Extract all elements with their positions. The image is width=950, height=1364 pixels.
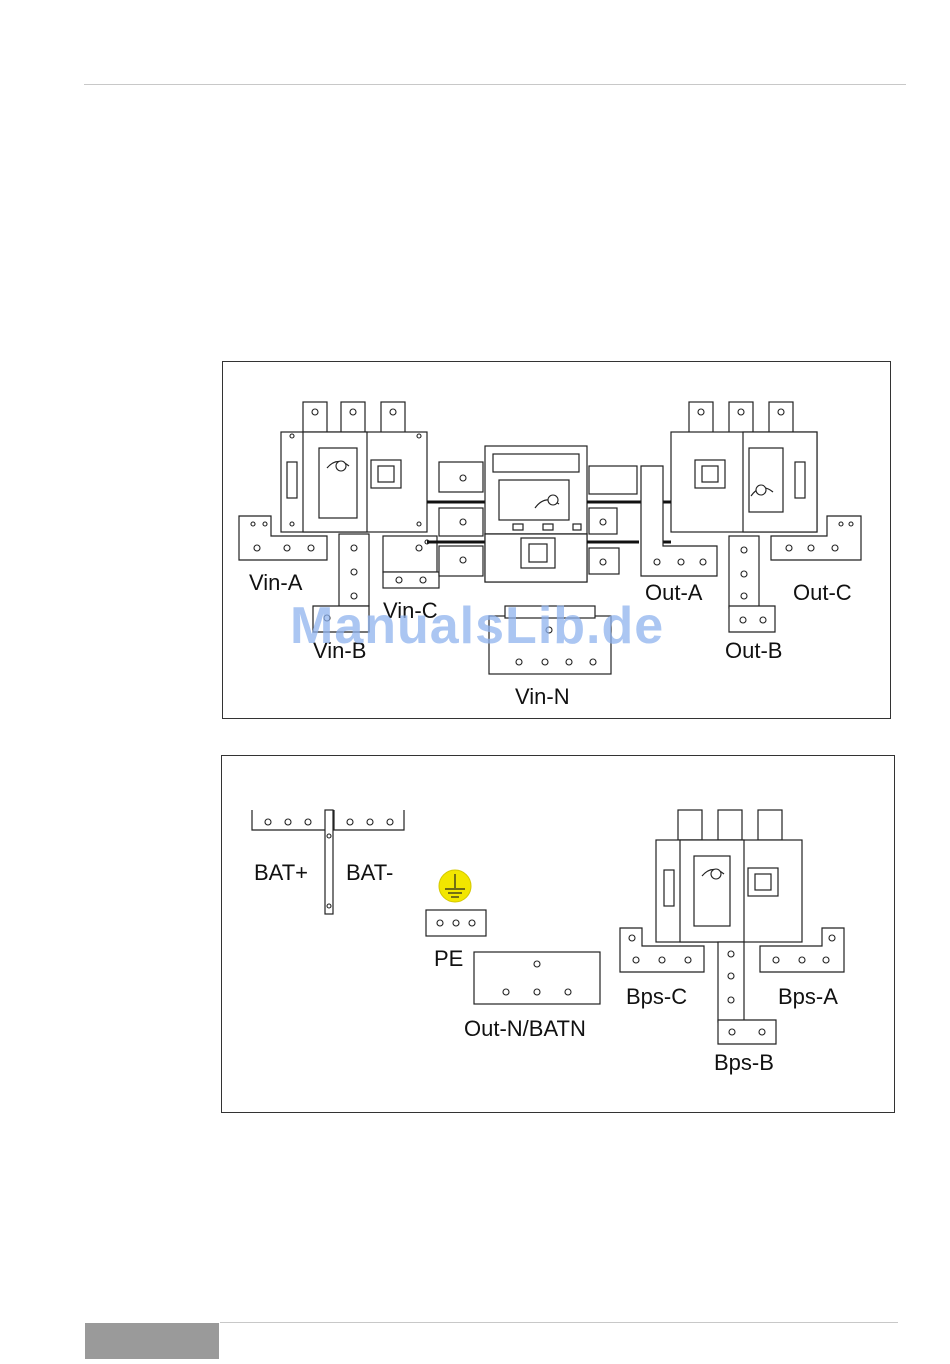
out-n-batn-label: Out-N/BATN (464, 1016, 586, 1041)
footer-page-tab (85, 1323, 219, 1359)
vin-c-busbar (383, 536, 439, 588)
footer-rule (220, 1322, 898, 1323)
watermark: ManualsLib.de (290, 596, 670, 656)
bat-plus-label: BAT+ (254, 860, 308, 885)
pe-label: PE (434, 946, 463, 971)
vin-n-label: Vin-N (515, 684, 570, 709)
out-b-busbar (729, 536, 775, 632)
pe-terminal (426, 870, 486, 936)
bps-b-label: Bps-B (714, 1050, 774, 1075)
bps-a-label: Bps-A (778, 984, 838, 1009)
bps-c-label: Bps-C (626, 984, 687, 1009)
out-n-batn-busbar (474, 952, 600, 1004)
bat-minus-label: BAT- (346, 860, 393, 885)
input-breaker-left (281, 402, 427, 532)
bypass-breaker (656, 810, 802, 942)
centre-breaker (427, 446, 663, 582)
vin-a-label: Vin-A (249, 570, 303, 595)
terminal-diagram-bottom-drawing: BAT+ BAT- PE Out-N/BATN Bps-C Bps-A Bps-… (222, 756, 894, 1112)
out-b-label: Out-B (725, 638, 782, 663)
output-breaker-right (653, 402, 817, 542)
terminal-diagram-bottom: BAT+ BAT- PE Out-N/BATN Bps-C Bps-A Bps-… (221, 755, 895, 1113)
terminal-diagram-top-drawing: Vin-A Vin-B Vin-C Vin-N Out-A Out-B Out-… (223, 362, 890, 718)
out-c-label: Out-C (793, 580, 852, 605)
terminal-diagram-top: Vin-A Vin-B Vin-C Vin-N Out-A Out-B Out-… (222, 361, 891, 719)
header-rule (84, 84, 906, 85)
